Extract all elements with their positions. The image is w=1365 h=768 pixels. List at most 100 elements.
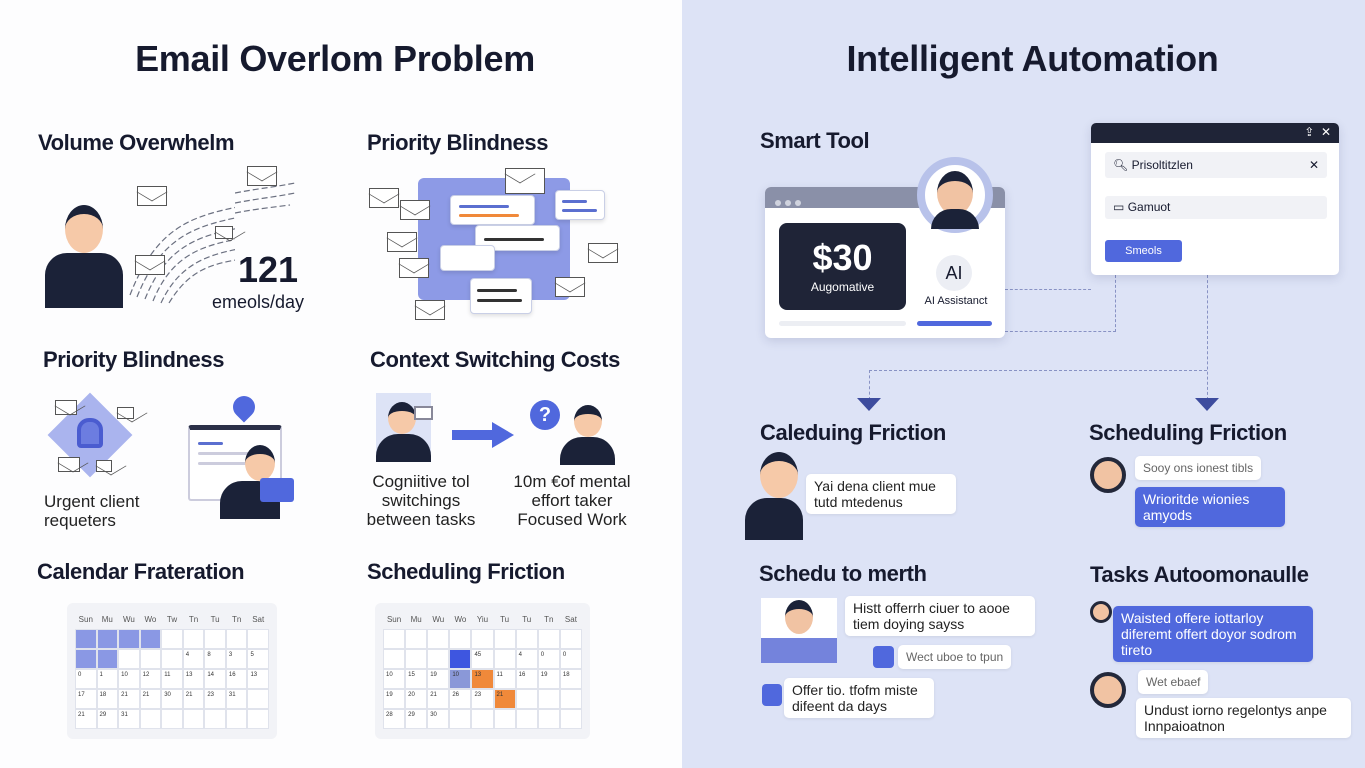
calendar-cell[interactable]: 5 (247, 649, 269, 669)
calendar-cell[interactable] (515, 629, 538, 649)
calendar-cell[interactable] (537, 629, 560, 649)
calendar-cell[interactable]: 17 (75, 689, 97, 709)
calendar-cell[interactable]: 10 (449, 669, 472, 689)
calendar-cell[interactable] (247, 709, 269, 729)
calendar-cell[interactable] (161, 709, 183, 729)
calendar-cell[interactable] (405, 649, 428, 669)
calendar-cell[interactable] (118, 629, 140, 649)
calendar-cell[interactable] (427, 649, 450, 669)
calendar-cell[interactable]: 10 (118, 669, 140, 689)
calendar-cell[interactable]: 20 (405, 689, 428, 709)
calendar-cell[interactable]: 18 (559, 669, 582, 689)
calendar-cell[interactable]: 30 (161, 689, 183, 709)
calendar-cell[interactable] (161, 649, 183, 669)
calendar-cell[interactable]: 19 (427, 669, 450, 689)
close-icon[interactable]: ✕ (1320, 125, 1331, 139)
calendar-cell[interactable] (161, 629, 183, 649)
calendar-cell[interactable] (537, 709, 560, 729)
calendar-cell[interactable]: 11 (493, 669, 516, 689)
item-row[interactable]: ▭ Gamuot (1105, 196, 1327, 219)
calendar-cell[interactable] (247, 689, 269, 709)
calendar-cell[interactable]: 13 (182, 669, 205, 689)
calendar-cell[interactable]: 13 (471, 669, 494, 689)
calendar-cell[interactable] (139, 649, 162, 669)
calendar-cell[interactable] (96, 649, 119, 669)
calendar-cell[interactable]: 16 (515, 669, 538, 689)
calendar-cell[interactable] (559, 629, 582, 649)
calendar-cell[interactable]: 15 (405, 669, 428, 689)
calendar-cell[interactable] (471, 629, 494, 649)
calendar-cell[interactable]: 30 (427, 709, 450, 729)
calendar-cell[interactable] (515, 709, 538, 729)
calendar-cell[interactable] (537, 689, 560, 709)
calendar-cell[interactable]: 21 (427, 689, 450, 709)
calendar-cell[interactable]: 21 (182, 689, 205, 709)
calendar-cell[interactable] (493, 709, 516, 729)
calendar-cell[interactable]: 4 (182, 649, 205, 669)
calendar-cell[interactable]: 8 (204, 649, 226, 669)
calendar-cell[interactable] (449, 629, 472, 649)
calendar-cell[interactable] (75, 649, 97, 669)
calendar-cell[interactable] (405, 629, 428, 649)
calendar-cell[interactable]: 28 (383, 709, 406, 729)
calendar-cell[interactable]: 0 (75, 669, 97, 689)
calendar-cell[interactable]: 0 (559, 649, 582, 669)
calendar-cell[interactable]: 10 (383, 669, 406, 689)
calendar-cell[interactable]: 23 (204, 689, 226, 709)
calendar-cell[interactable]: 16 (225, 669, 248, 689)
calendar-cell[interactable] (204, 709, 226, 729)
calendar-cell[interactable]: 21 (493, 689, 516, 709)
calendar-cell[interactable]: 21 (139, 689, 162, 709)
calendar-cell[interactable]: 13 (247, 669, 269, 689)
calendar-cell[interactable]: 3 (225, 649, 248, 669)
calendar-cell[interactable] (383, 629, 406, 649)
calendar-cell[interactable]: 26 (449, 689, 472, 709)
calendar-cell[interactable] (225, 629, 248, 649)
calendar-cell[interactable]: 19 (383, 689, 406, 709)
calendar-cell[interactable]: 19 (537, 669, 560, 689)
calendar-cell[interactable] (383, 649, 406, 669)
calendar-cell[interactable]: 0 (537, 649, 560, 669)
calendar-cell[interactable]: 21 (118, 689, 140, 709)
search-row[interactable]: 🔍︎ Prisoltitzlen ✕ (1105, 152, 1327, 178)
calendar-cell[interactable] (182, 709, 205, 729)
calendar-cell[interactable] (559, 689, 582, 709)
calendar-cell[interactable]: 1 (96, 669, 119, 689)
calendar-cell[interactable] (247, 629, 269, 649)
calendar-cell[interactable]: 12 (139, 669, 162, 689)
calendar-cell[interactable]: 31 (225, 689, 248, 709)
clear-icon[interactable]: ✕ (1308, 158, 1319, 172)
calendar-cell[interactable]: 18 (96, 689, 119, 709)
calendar-cell[interactable]: 11 (161, 669, 183, 689)
calendar-cell[interactable] (118, 649, 140, 669)
calendar-cell[interactable] (493, 649, 516, 669)
context-caption-left: Cogniitive tol switchings between tasks (366, 472, 476, 529)
calendar-cell[interactable] (182, 629, 205, 649)
calendar-cell[interactable] (427, 629, 450, 649)
calendar-cell[interactable]: 4 (515, 649, 538, 669)
envelope-icon (399, 258, 429, 278)
calendar-cell[interactable] (449, 709, 472, 729)
calendar-cell[interactable]: 29 (405, 709, 428, 729)
calendar-cell[interactable]: 45 (471, 649, 494, 669)
calendar-cell[interactable]: 14 (204, 669, 226, 689)
calendar-cell[interactable] (75, 629, 97, 649)
priority-heading-top: Priority Blindness (367, 130, 549, 155)
calendar-day-header: Tn (188, 615, 199, 624)
calendar-cell[interactable] (139, 709, 162, 729)
calendar-cell[interactable]: 29 (96, 709, 119, 729)
smeols-button[interactable]: Smeols (1105, 240, 1182, 262)
calendar-cell[interactable] (225, 709, 248, 729)
calendar-cell[interactable] (559, 709, 582, 729)
calendar-cell[interactable] (515, 689, 538, 709)
calendar-cell[interactable] (493, 629, 516, 649)
share-icon[interactable]: ⇪ (1304, 125, 1315, 139)
calendar-cell[interactable] (449, 649, 472, 669)
calendar-cell[interactable] (204, 629, 226, 649)
calendar-cell[interactable] (139, 629, 162, 649)
calendar-cell[interactable] (471, 709, 494, 729)
calendar-cell[interactable]: 31 (118, 709, 140, 729)
calendar-cell[interactable]: 23 (471, 689, 494, 709)
calendar-cell[interactable]: 21 (75, 709, 97, 729)
calendar-cell[interactable] (96, 629, 119, 649)
